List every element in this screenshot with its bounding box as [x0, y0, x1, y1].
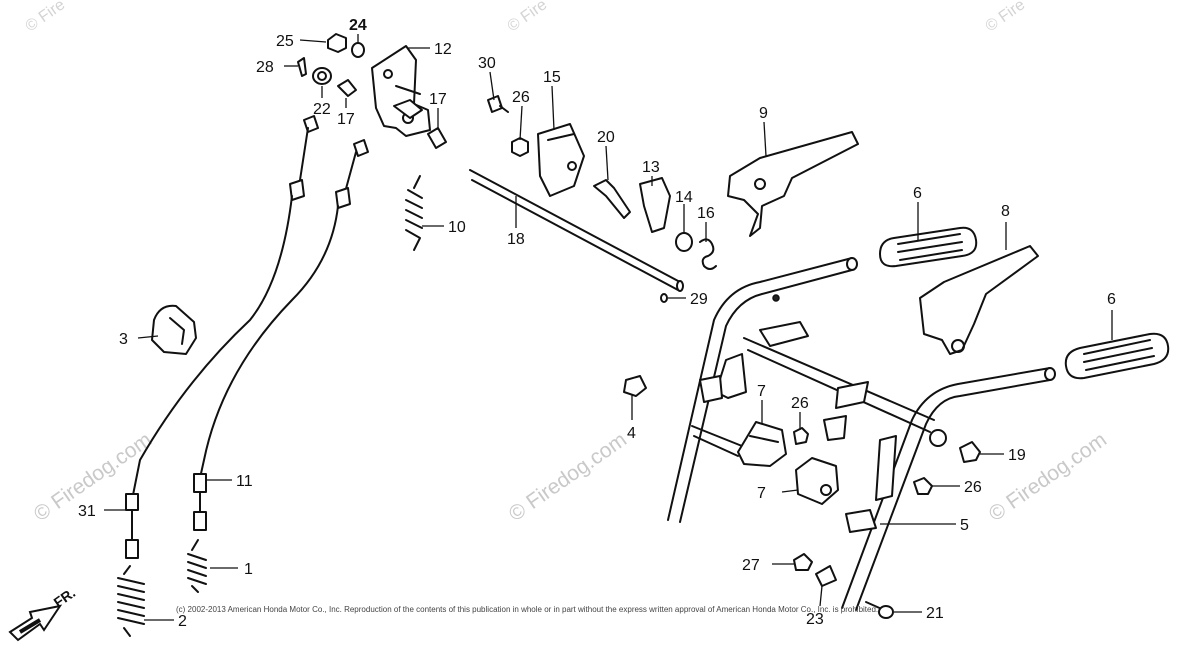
bolt-30 [487, 95, 503, 113]
small-hardware-bottom[interactable] [793, 427, 981, 619]
callout-21: 21 [926, 605, 944, 622]
front-direction-indicator: FR. [8, 584, 78, 642]
clip-4 [623, 375, 647, 397]
copyright-notice: (c) 2002-2013 American Honda Motor Co., … [176, 605, 878, 614]
cable-adjuster-11 [193, 473, 207, 493]
callout-27: 27 [742, 557, 760, 574]
cable-adjuster-31 [125, 493, 139, 511]
callout-11: 11 [236, 473, 253, 490]
collar-17b [427, 127, 447, 149]
callout-15: 15 [543, 69, 561, 86]
callout-30: 30 [478, 55, 496, 72]
callout-24: 24 [349, 17, 367, 34]
callout-31: 31 [78, 503, 96, 520]
callout-14: 14 [675, 189, 693, 206]
callout-5: 5 [960, 517, 969, 534]
nut-26c [913, 477, 933, 495]
callout-28: 28 [256, 59, 274, 76]
clip-13 [639, 177, 671, 233]
spring-2 [117, 565, 145, 637]
callout-4: 4 [627, 425, 636, 442]
nut-26a [511, 137, 529, 157]
clamp-3 [151, 304, 197, 355]
washer-22 [312, 67, 332, 85]
callout-6a: 6 [913, 185, 922, 202]
callout-22: 22 [313, 101, 331, 118]
bracket-assembly[interactable] [371, 45, 431, 137]
callout-13: 13 [642, 159, 660, 176]
small-hardware-right[interactable] [593, 177, 717, 303]
shift-rod[interactable] [469, 169, 684, 292]
grips[interactable] [879, 226, 1170, 380]
pin-28 [297, 57, 307, 77]
collar-14 [675, 232, 693, 252]
callout-17b: 17 [429, 91, 447, 108]
handlebar-frame[interactable] [667, 257, 1056, 611]
callout-23: 23 [806, 611, 824, 628]
clamp-7a [737, 421, 787, 467]
watermark-top-right: © Fire [983, 0, 1029, 35]
nut-26b [793, 427, 809, 445]
springs-and-clamps[interactable] [151, 175, 647, 397]
cable-end-left [303, 115, 319, 133]
callout-7b: 7 [757, 485, 766, 502]
clamp-7b [795, 457, 839, 505]
callout-29: 29 [690, 291, 708, 308]
callout-10: 10 [448, 219, 466, 236]
levers[interactable] [727, 131, 1039, 355]
spring-10 [405, 175, 423, 251]
nut-25 [327, 33, 347, 53]
callout-26c: 26 [964, 479, 982, 496]
cover-15 [537, 123, 585, 197]
callout-6b: 6 [1107, 291, 1116, 308]
callout-8: 8 [1001, 203, 1010, 220]
nut-19 [959, 441, 981, 463]
plate-23 [815, 565, 837, 587]
watermark-right: © Firedog.com [985, 428, 1111, 526]
callout-9: 9 [759, 105, 768, 122]
watermarks: © Firedog.com © Firedog.com © Firedog.co… [23, 0, 1111, 526]
washer-24 [351, 42, 365, 58]
callouts: 3 25 24 28 22 17 12 17 10 30 26 15 20 13… [78, 17, 1116, 630]
callout-3: 3 [119, 331, 128, 348]
leader-lines [104, 34, 1113, 621]
callout-26a: 26 [512, 89, 530, 106]
callout-17a: 17 [337, 111, 355, 128]
bolt-20 [593, 179, 631, 219]
spring-16 [699, 238, 717, 270]
clamps-7[interactable] [737, 421, 839, 505]
callout-25: 25 [276, 33, 294, 50]
callout-1: 1 [244, 561, 253, 578]
callout-18: 18 [507, 231, 525, 248]
callout-12: 12 [434, 41, 452, 58]
lever-8 [919, 245, 1039, 355]
watermark-center: © Firedog.com [505, 428, 631, 526]
clip-29 [660, 293, 668, 303]
callout-2: 2 [178, 613, 187, 630]
spring-1 [187, 539, 207, 593]
small-hardware-mid[interactable] [487, 95, 585, 197]
watermark-top-left: © Fire [23, 0, 69, 35]
cables[interactable] [125, 115, 369, 559]
callout-26b: 26 [791, 395, 809, 412]
watermark-top-center: © Fire [505, 0, 551, 35]
collar-17a [337, 79, 357, 97]
callout-7a: 7 [757, 383, 766, 400]
callout-19: 19 [1008, 447, 1026, 464]
springs-bottom[interactable] [117, 539, 207, 637]
callout-20: 20 [597, 129, 615, 146]
nut-27 [793, 553, 813, 571]
callout-16: 16 [697, 205, 715, 222]
small-hardware-top[interactable] [297, 33, 447, 149]
lever-9 [727, 131, 859, 237]
